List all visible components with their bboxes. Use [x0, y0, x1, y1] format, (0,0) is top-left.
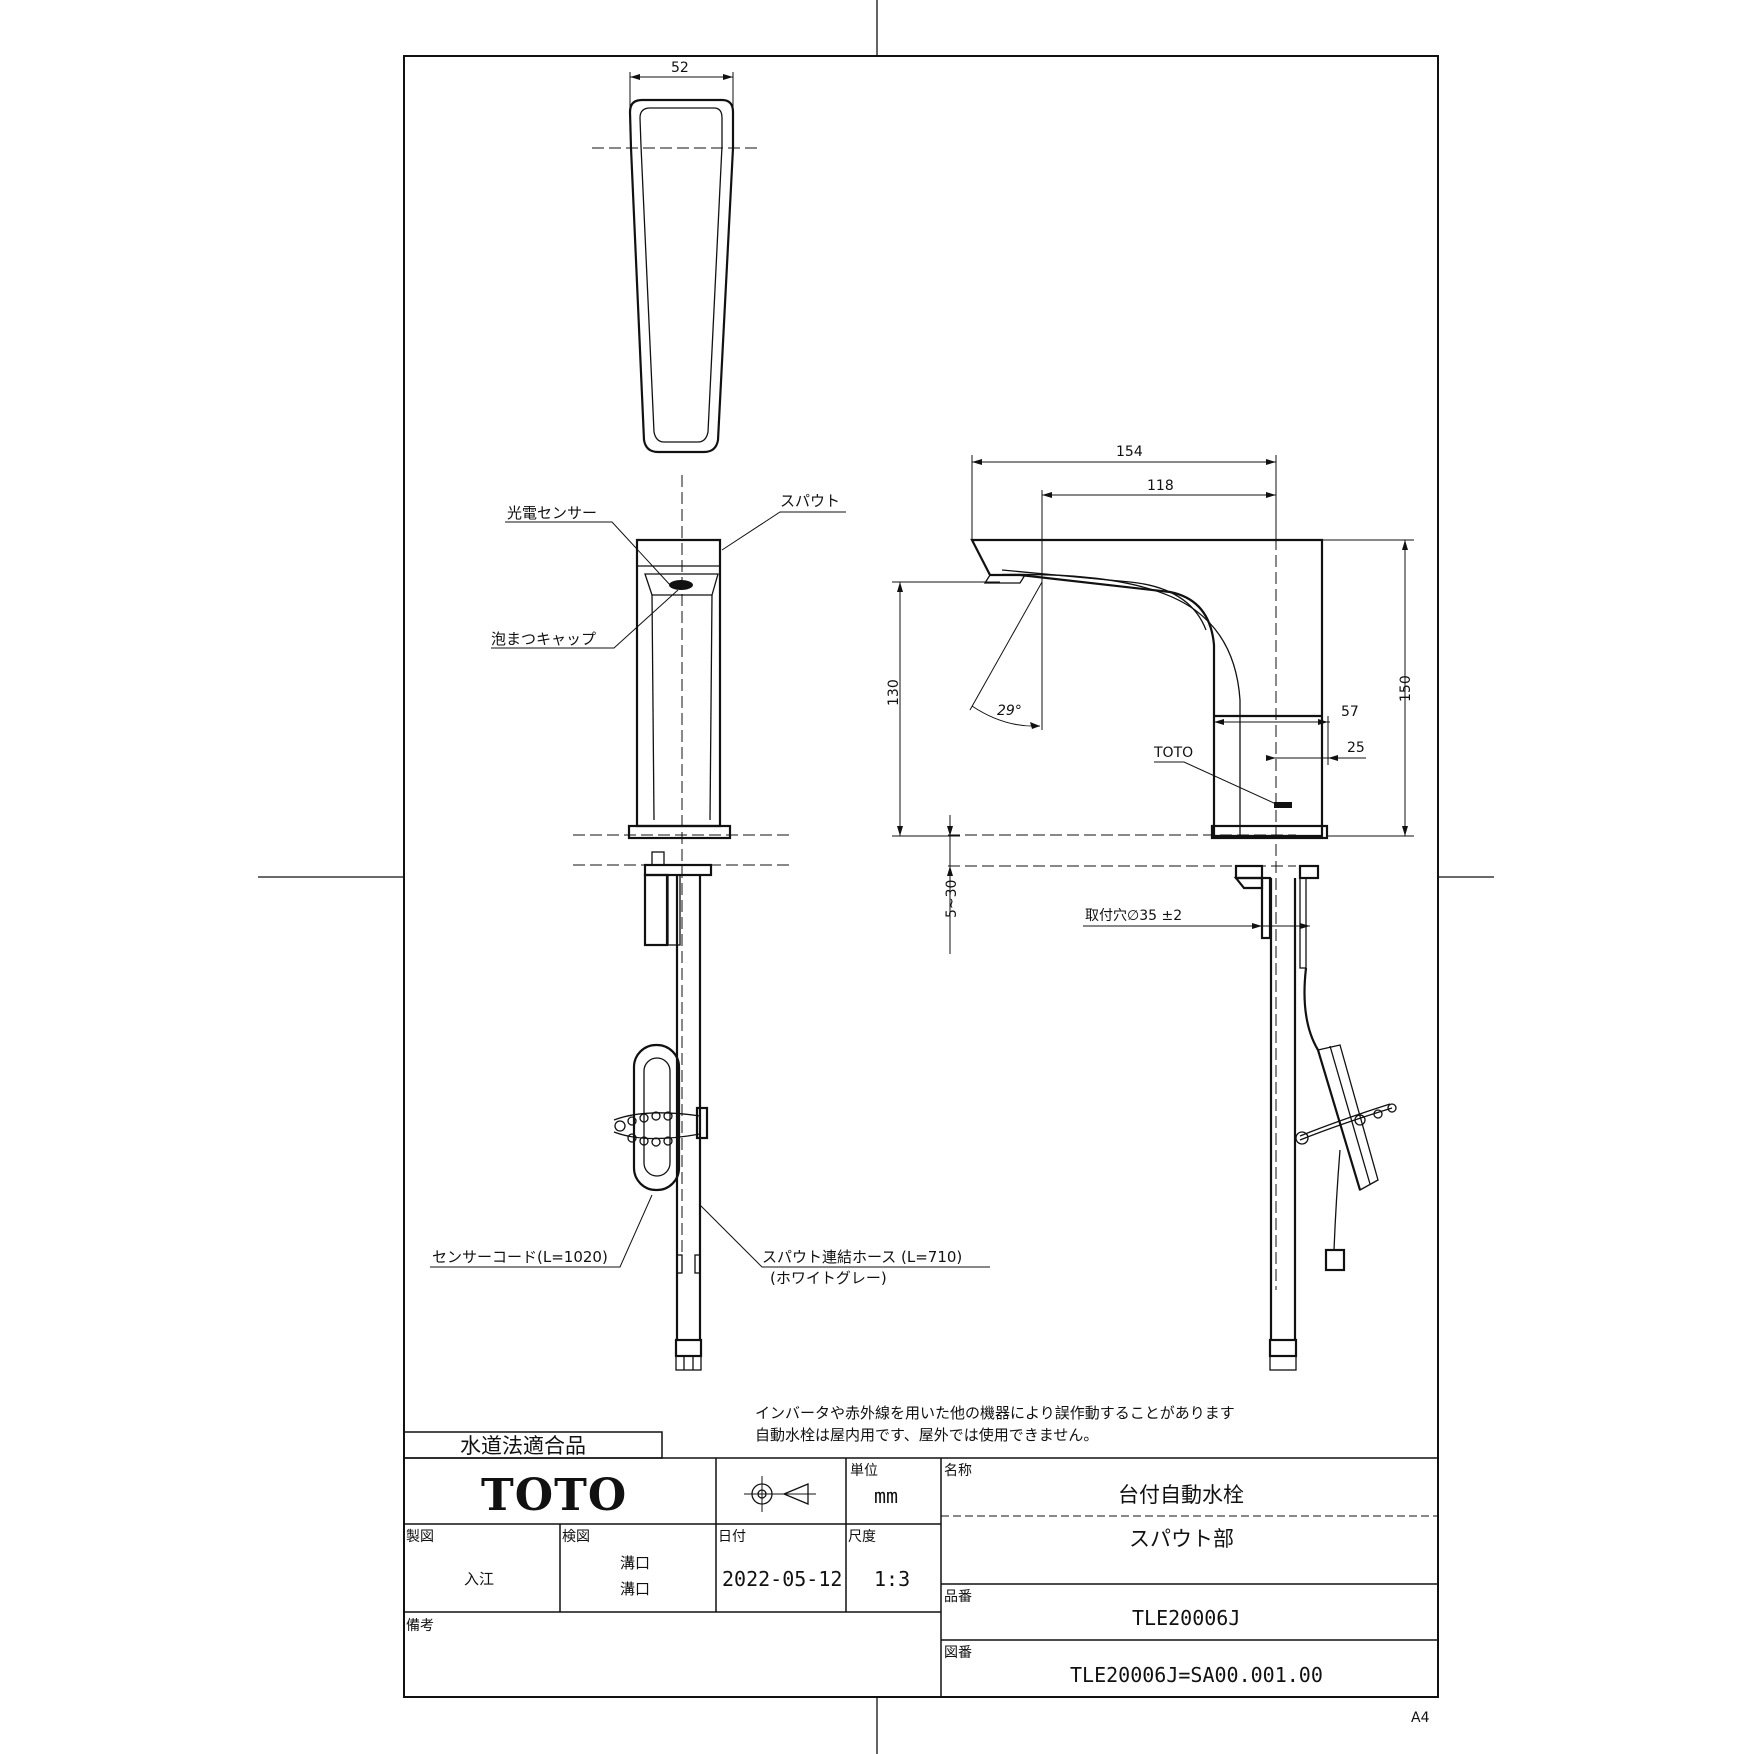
aerator-cap-label: 泡まつキャップ: [491, 630, 596, 648]
dim-57: 57: [1341, 704, 1359, 720]
name-label: 名称: [944, 1463, 972, 1479]
photo-sensor-label: 光電センサー: [507, 504, 597, 522]
part-no-label: 品番: [944, 1589, 972, 1605]
projection-symbol-icon: [744, 1476, 816, 1512]
unit-value: mm: [874, 1484, 898, 1508]
scale-value: 1:3: [874, 1567, 910, 1591]
part-number: TLE20006J: [1132, 1606, 1240, 1630]
side-view: 154 118 150 130: [886, 444, 1414, 1371]
hose-color-label: (ホワイトグレー): [770, 1269, 887, 1287]
top-width-dim: 52: [671, 60, 689, 76]
checked-by-2: 溝口: [620, 1580, 650, 1598]
dim-angle: 29°: [997, 703, 1022, 719]
product-subname: スパウト部: [1129, 1527, 1234, 1551]
remarks-label: 備考: [406, 1618, 434, 1634]
mount-hole-dim: 取付穴∅35 ±2: [1085, 908, 1182, 924]
drawn-label: 製図: [406, 1529, 434, 1545]
drawing-no-label: 図番: [944, 1645, 972, 1661]
dim-118: 118: [1147, 478, 1174, 494]
brand-mark-label: TOTO: [1153, 745, 1193, 761]
dim-154: 154: [1116, 444, 1143, 460]
product-name: 台付自動水栓: [1118, 1483, 1244, 1507]
note-1: インバータや赤外線を用いた他の機器により誤作動することがあります: [755, 1404, 1235, 1422]
drawing-number: TLE20006J=SA00.001.00: [1070, 1663, 1323, 1687]
unit-label: 単位: [850, 1463, 878, 1479]
drawn-by: 入江: [464, 1570, 494, 1588]
certification-label: 水道法適合品: [460, 1434, 586, 1458]
centering-marks: [258, 0, 1494, 1754]
toto-logo: TOTO: [481, 1470, 627, 1521]
drawing-date: 2022-05-12: [722, 1567, 842, 1591]
title-block: 水道法適合品 TOTO 単位 mm 名称 台付自動水栓 スパウト部 製図 入江 …: [403, 1431, 1439, 1698]
dim-5-30: 5~30: [944, 880, 960, 918]
dim-25: 25: [1347, 740, 1365, 756]
sensor-cord-label: センサーコード(L=1020): [432, 1248, 608, 1266]
checked-label: 検図: [562, 1529, 590, 1545]
dim-150: 150: [1398, 675, 1414, 702]
top-view: 52: [592, 60, 762, 454]
sheet-size: A4: [1411, 1710, 1430, 1726]
scale-label: 尺度: [848, 1529, 876, 1545]
checked-by-1: 溝口: [620, 1554, 650, 1572]
spout-hose-label: スパウト連結ホース (L=710): [762, 1248, 962, 1266]
note-2: 自動水栓は屋内用です、屋外では使用できません。: [755, 1426, 1098, 1444]
dim-130: 130: [886, 679, 902, 706]
front-view: 光電センサー スパウト 泡まつキャップ センサーコード(L=1020) スパウト…: [430, 475, 990, 1371]
date-label: 日付: [718, 1529, 746, 1545]
spout-label: スパウト: [780, 492, 840, 510]
